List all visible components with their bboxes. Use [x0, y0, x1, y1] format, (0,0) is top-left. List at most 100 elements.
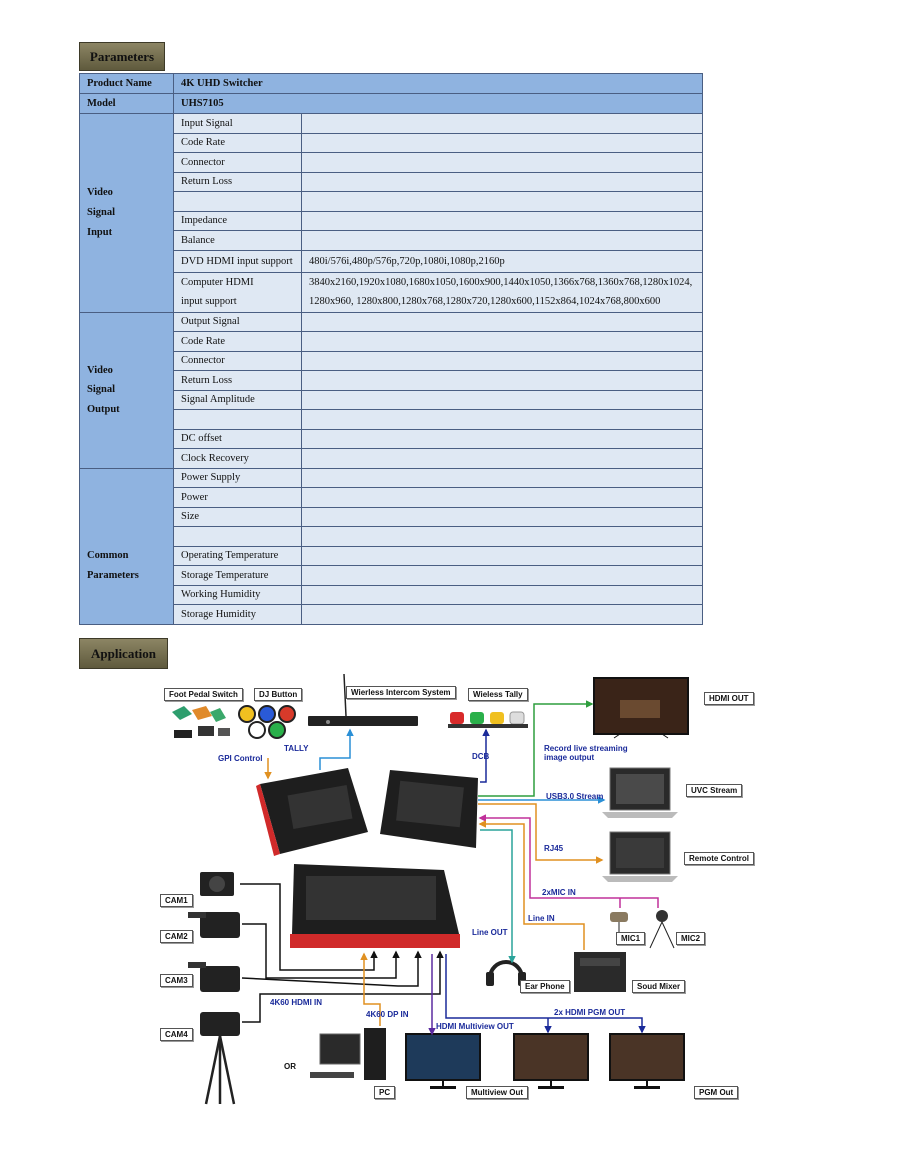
dp-in-caption: 4K60 DP IN: [366, 1010, 409, 1019]
pgm-monitor-2-icon: [609, 1033, 685, 1089]
table-row: Connector: [80, 152, 703, 173]
model-label: Model: [79, 93, 174, 114]
param-label: Return Loss: [173, 171, 302, 192]
table-row: Model UHS7105: [79, 93, 703, 114]
dvd-hdmi-label: DVD HDMI input support: [173, 249, 302, 273]
foot-pedal-label: Foot Pedal Switch: [164, 688, 243, 701]
mic-in-caption: 2xMIC IN: [542, 888, 576, 897]
dvd-hdmi-value: 480i/576i,480p/576p,720p,1080i,1080p,216…: [301, 249, 703, 273]
table-row: DVD HDMI input support 480i/576i,480p/57…: [80, 249, 703, 273]
application-diagram: Foot Pedal Switch DJ Button Wierless Int…: [150, 672, 770, 1112]
param-value: [301, 191, 703, 212]
dj-button-icon: [238, 705, 296, 739]
diagram-graphics: [172, 673, 689, 1105]
param-value: [301, 487, 703, 508]
dj-button-label: DJ Button: [254, 688, 303, 701]
param-label: Operating Temperature: [173, 545, 302, 566]
param-label: Storage Temperature: [173, 565, 302, 586]
tally-caption: TALLY: [284, 744, 309, 753]
param-label: Connector: [173, 350, 302, 371]
table-row: Storage Temperature: [80, 565, 703, 586]
param-value: [301, 311, 703, 332]
param-label: [173, 526, 302, 547]
param-value: [301, 467, 703, 488]
intercom-label: Wierless Intercom System: [346, 686, 456, 699]
video-output-group: Video Signal Output: [79, 311, 174, 469]
or-caption: OR: [284, 1062, 296, 1071]
param-value: [301, 448, 703, 469]
table-row: Balance: [80, 230, 703, 251]
cam3-icon: [188, 962, 240, 992]
param-label: Return Loss: [173, 370, 302, 391]
param-label: [173, 409, 302, 430]
param-value: [301, 506, 703, 527]
video-input-group: Video Signal Input: [79, 113, 174, 313]
param-label: DC offset: [173, 428, 302, 449]
param-value: [301, 230, 703, 251]
param-value: [301, 565, 703, 586]
cam2-label: CAM2: [160, 930, 193, 943]
ear-phone-label: Ear Phone: [520, 980, 570, 993]
param-label: Input Signal: [173, 113, 302, 134]
model-value: UHS7105: [173, 93, 703, 114]
rj45-caption: RJ45: [544, 844, 564, 853]
parameters-table: Product Name 4K UHD Switcher Model UHS71…: [79, 73, 703, 625]
parameters-section-title: Parameters: [79, 42, 165, 71]
line-out-line: [480, 829, 516, 964]
hdmi-out-tv-icon: [593, 677, 689, 739]
table-row: [80, 191, 703, 212]
cam3-label: CAM3: [160, 974, 193, 987]
switcher-panel-right-icon: [380, 770, 478, 848]
table-row: Clock Recovery: [80, 448, 703, 469]
cam4-hdmi-line: [242, 950, 444, 1023]
param-value: [301, 132, 703, 153]
foot-pedal-switch-icon: [172, 706, 230, 738]
gpi-control-caption: GPI Control: [218, 754, 263, 763]
table-row: Connector: [80, 350, 703, 371]
pgm-out-caption: 2x HDMI PGM OUT: [554, 1008, 626, 1017]
line-out-caption: Line OUT: [472, 928, 508, 937]
cam2-hdmi-line: [242, 923, 400, 979]
table-row: Product Name 4K UHD Switcher: [79, 73, 703, 94]
param-label: Impedance: [173, 210, 302, 231]
dcb-caption: DCB: [472, 752, 490, 761]
table-row: Video Signal Input Input Signal: [79, 113, 703, 313]
wireless-tally-label: Wieless Tally: [468, 688, 528, 701]
param-value: [301, 409, 703, 430]
param-label: Clock Recovery: [173, 448, 302, 469]
computer-hdmi-label: Computer HDMI input support: [173, 271, 302, 313]
rj45-line: [478, 803, 604, 864]
cam3-hdmi-line: [241, 950, 422, 987]
param-value: [301, 331, 703, 352]
param-label: Working Humidity: [173, 584, 302, 605]
cam1-label: CAM1: [160, 894, 193, 907]
hdmi-in-caption: 4K60 HDMI IN: [270, 998, 323, 1007]
param-label: [173, 191, 302, 212]
pgm-out-line: [445, 954, 646, 1034]
param-label: Balance: [173, 230, 302, 251]
table-row: Computer HDMI input support 3840x2160,19…: [80, 271, 703, 313]
sound-mixer-icon: [574, 952, 626, 992]
dcb-line: [480, 728, 490, 783]
param-value: [301, 545, 703, 566]
mic1-label: MIC1: [616, 932, 646, 945]
remote-control-label: Remote Control: [684, 852, 754, 865]
table-row: Power: [80, 487, 703, 508]
uvc-stream-label: UVC Stream: [686, 784, 743, 797]
product-name-value: 4K UHD Switcher: [173, 73, 703, 94]
line-in-caption: Line IN: [528, 914, 555, 923]
param-value: [301, 428, 703, 449]
hdmi-out-label: HDMI OUT: [704, 692, 754, 705]
pc-icon: [310, 1028, 386, 1080]
param-value: [301, 350, 703, 371]
multiview-out-label: Multiview Out: [466, 1086, 528, 1099]
mic2-label: MIC2: [676, 932, 706, 945]
switcher-main-icon: [290, 864, 460, 948]
table-row: [80, 409, 703, 430]
param-value: [301, 152, 703, 173]
remote-control-laptop-icon: [602, 831, 678, 882]
wireless-intercom-icon: [308, 673, 418, 726]
param-label: Power Supply: [173, 467, 302, 488]
table-row: Working Humidity: [80, 584, 703, 605]
cam1-icon: [200, 872, 234, 896]
